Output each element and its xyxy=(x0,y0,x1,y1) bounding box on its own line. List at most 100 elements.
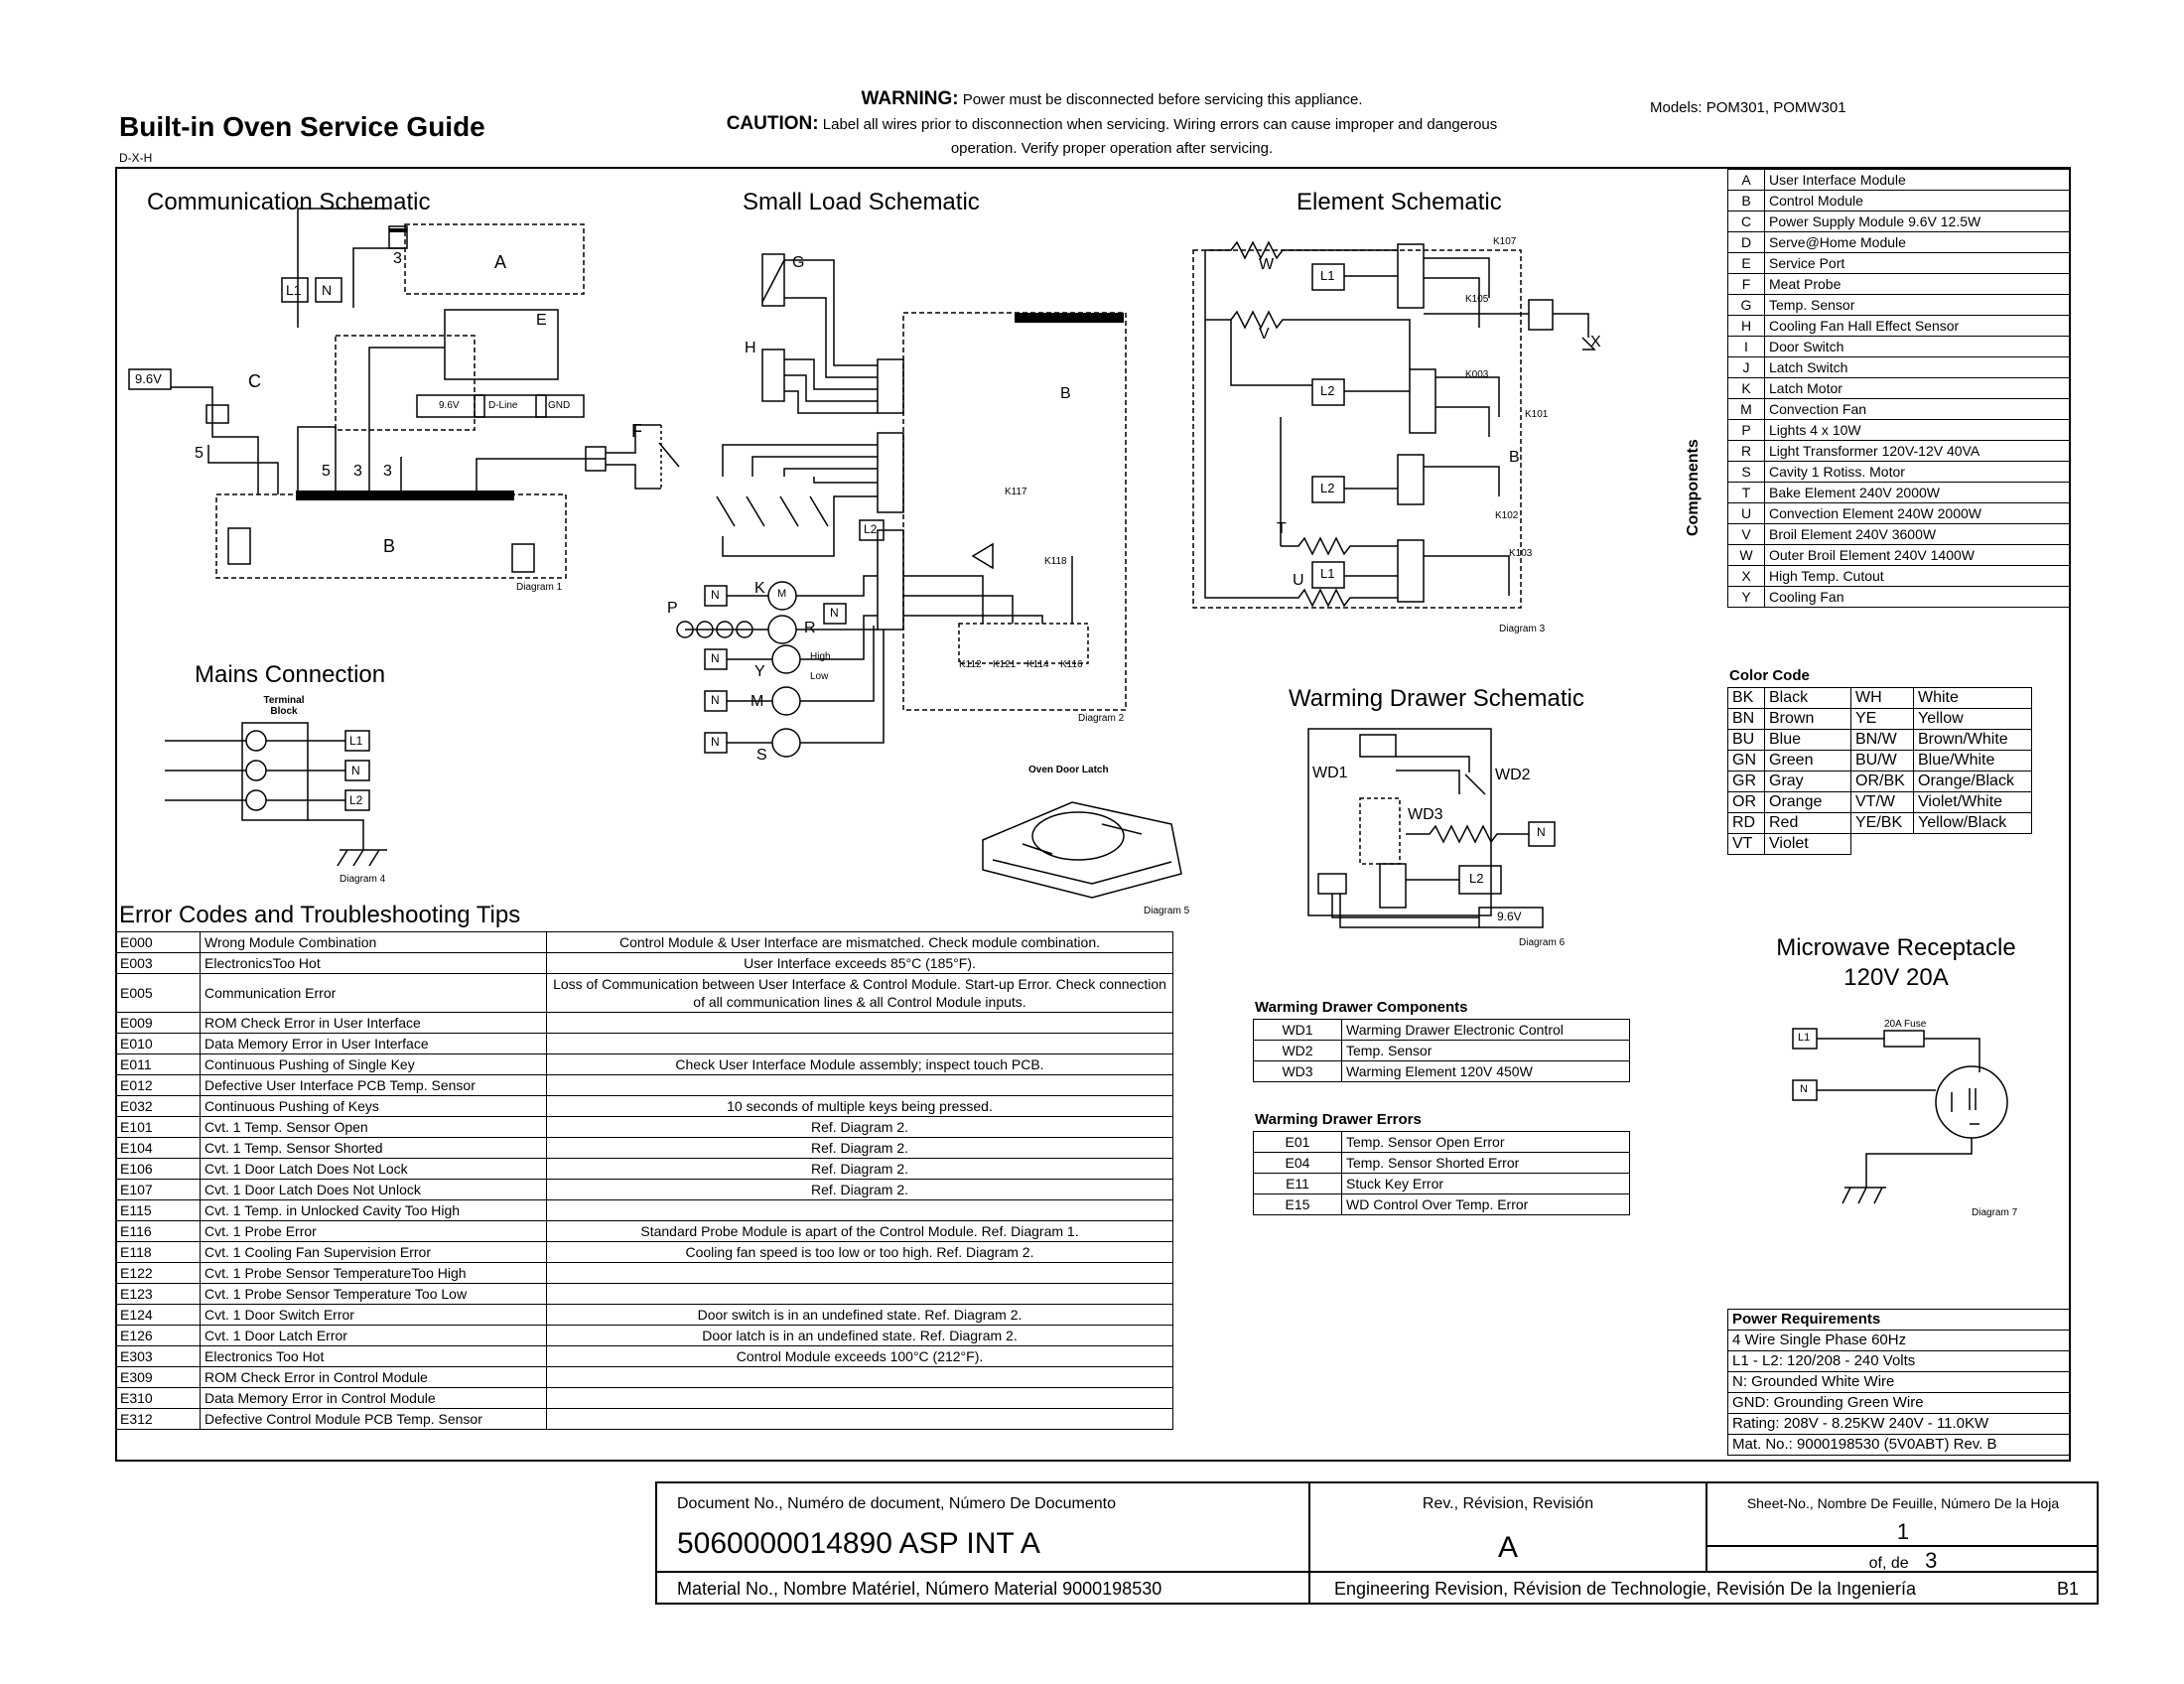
color-abbrev: OR xyxy=(1727,791,1765,813)
power-requirement: 4 Wire Single Phase 60Hz xyxy=(1727,1330,2071,1351)
wd-label-wd3: WD3 xyxy=(1408,806,1443,823)
component-name: Door Switch xyxy=(1764,336,2071,357)
rev-value: A xyxy=(1497,1531,1518,1564)
smallload-conn-3 xyxy=(877,529,904,631)
wd-error-name: Stuck Key Error xyxy=(1341,1173,1630,1194)
sl-label-n-2: N xyxy=(830,606,839,620)
sl-l2-box xyxy=(859,519,885,541)
error-description: ROM Check Error in User Interface xyxy=(200,1012,547,1034)
error-code: E106 xyxy=(115,1158,201,1180)
element-schematic-title: Element Schematic xyxy=(1297,189,1502,215)
wd-error-code: E01 xyxy=(1253,1131,1342,1153)
sl-label-s: S xyxy=(756,747,767,764)
sl-label-k114: K114 xyxy=(1026,659,1049,670)
color-name: Green xyxy=(1764,750,1851,772)
sheet-value: 1 xyxy=(1896,1519,1910,1544)
error-tip: Ref. Diagram 2. xyxy=(546,1179,1173,1200)
el-label-v: V xyxy=(1259,326,1270,343)
eng-rev-value: B1 xyxy=(2056,1579,2079,1599)
mains-label-n: N xyxy=(351,764,360,777)
wd-error-name: WD Control Over Temp. Error xyxy=(1341,1193,1630,1215)
mains-label-l1: L1 xyxy=(349,734,363,748)
error-tip xyxy=(546,1283,1173,1305)
wd-error-name: Temp. Sensor Shorted Error xyxy=(1341,1152,1630,1174)
wd-power-wires xyxy=(1331,894,1479,928)
color-abbrev: VT/W xyxy=(1850,791,1914,813)
smallload-module-b-outline xyxy=(902,312,1127,711)
wd-component-key: WD2 xyxy=(1253,1040,1342,1061)
color-abbrev: VT xyxy=(1727,833,1765,855)
of-row: of, de 3 xyxy=(1707,1545,2099,1575)
light-bulb-1 xyxy=(676,621,694,638)
color-abbrev xyxy=(1851,834,1914,855)
power-row: 4 Wire Single Phase 60Hz xyxy=(1727,1330,2071,1351)
sl-wire-g1 xyxy=(784,259,878,366)
sl-wire-g2 xyxy=(784,297,878,378)
error-tip xyxy=(546,1262,1173,1284)
sl-label-l2: L2 xyxy=(864,522,878,536)
error-description: Wrong Module Combination xyxy=(200,931,547,953)
sl-wire-yfan xyxy=(727,615,878,660)
convection-fan-m xyxy=(771,686,801,716)
relay-bank xyxy=(958,623,1089,664)
component-name: Service Port xyxy=(1764,252,2071,274)
el-label-k103: K103 xyxy=(1509,548,1533,559)
error-code: E115 xyxy=(115,1199,201,1221)
mains-l2-box xyxy=(344,789,370,811)
warning-label: WARNING: xyxy=(861,88,959,109)
comm-label-5-b: 5 xyxy=(195,445,204,462)
power-row: GND: Grounding Green Wire xyxy=(1727,1392,2071,1414)
error-code: E312 xyxy=(115,1408,201,1430)
error-code: E116 xyxy=(115,1220,201,1242)
sl-label-m-1: M xyxy=(777,588,787,600)
comm-label-3-b: 3 xyxy=(383,463,392,480)
power-requirements-title: Power Requirements xyxy=(1727,1309,2071,1331)
error-tip xyxy=(546,1074,1173,1096)
comm-c-connector xyxy=(205,404,229,424)
comm-wire-2 xyxy=(352,247,405,308)
error-code: E011 xyxy=(115,1053,201,1075)
bake-element-t xyxy=(1281,536,1398,556)
wd-label-l2: L2 xyxy=(1469,871,1484,886)
error-tip: 10 seconds of multiple keys being presse… xyxy=(546,1095,1173,1117)
comm-b-connector-right xyxy=(511,543,535,573)
comm-label-b: B xyxy=(383,536,396,556)
component-name: Serve@Home Module xyxy=(1764,231,2071,253)
component-key: A xyxy=(1727,169,1765,191)
component-name: User Interface Module xyxy=(1764,169,2071,191)
comm-module-a-outline xyxy=(404,223,585,295)
power-row: Rating: 208V - 8.25KW 240V - 11.0KW xyxy=(1727,1413,2071,1435)
error-tip: Ref. Diagram 2. xyxy=(546,1158,1173,1180)
wd-label-9v6: 9.6V xyxy=(1497,910,1522,923)
color-name: Blue xyxy=(1764,729,1851,751)
wd-component-key: WD3 xyxy=(1253,1060,1342,1082)
smallload-conn-1 xyxy=(877,358,904,414)
error-description: Continuous Pushing of Single Key xyxy=(200,1053,547,1075)
component-key: R xyxy=(1727,440,1765,462)
el-return-wire xyxy=(1204,250,1281,599)
el-wire-v-l2 xyxy=(1230,320,1312,386)
element-conn-2 xyxy=(1409,368,1436,434)
error-tip: Control Module exceeds 100°C (212°F). xyxy=(546,1345,1173,1367)
component-key: E xyxy=(1727,252,1765,274)
title-block: Document No., Numéro de document, Número… xyxy=(655,1481,2099,1605)
color-name: Orange/Black xyxy=(1913,771,2032,792)
color-name: White xyxy=(1913,687,2032,709)
